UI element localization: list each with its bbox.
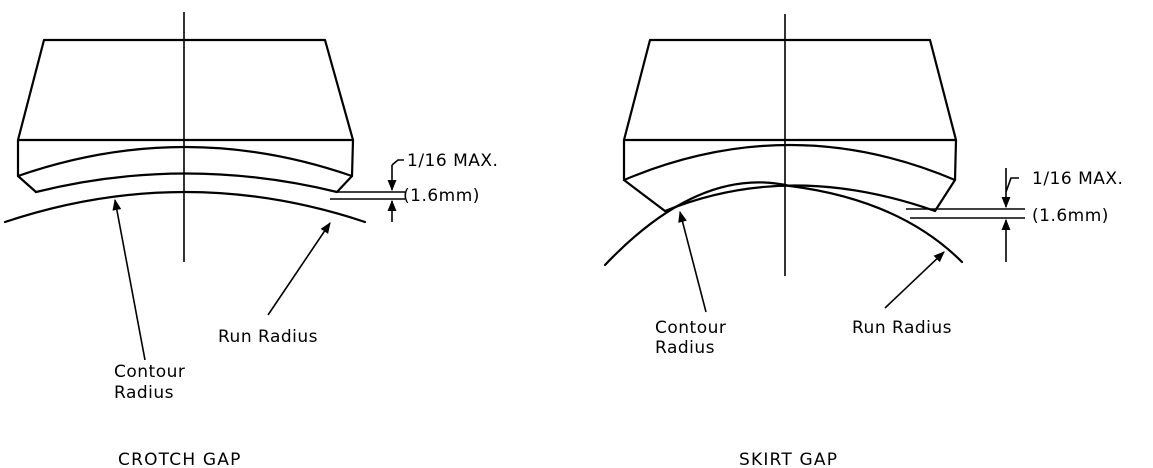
skirt-contour-label-line2: Radius xyxy=(655,338,715,358)
crotch-contour-leader xyxy=(112,198,146,361)
skirt-dimension-leader xyxy=(1005,177,1019,193)
skirt-inner-arc xyxy=(622,143,957,182)
skirt-dimension-value: 1/16 MAX. xyxy=(1032,169,1123,189)
crotch-inner-arc xyxy=(16,145,354,178)
skirt-run-label: Run Radius xyxy=(852,318,952,338)
skirt-run-leader xyxy=(884,251,945,309)
crotch-contour-label-line2: Radius xyxy=(114,383,174,403)
skirt-shoe-upper xyxy=(622,38,958,213)
skirt-contour-label-line1: Contour xyxy=(655,318,726,338)
crotch-run-radius-arc xyxy=(3,190,367,224)
skirt-dimension-metric: (1.6mm) xyxy=(1032,206,1109,226)
crotch-contour-arc xyxy=(34,172,339,194)
skirt-contour-arc xyxy=(663,184,937,213)
crotch-dimension-metric: (1.6mm) xyxy=(403,186,480,206)
crotch-caption: CROTCH GAP xyxy=(118,450,242,468)
skirt-contour-leader xyxy=(678,210,707,313)
crotch-contour-label-line1: Contour xyxy=(114,362,185,382)
crotch-dimension-leader xyxy=(391,159,404,166)
crotch-run-leader xyxy=(267,222,331,316)
crotch-shoe-upper xyxy=(16,38,355,194)
crotch-run-label: Run Radius xyxy=(218,327,318,347)
crotch-gap-figure: 1/16 MAX. (1.6mm) Contour Radius Run Rad… xyxy=(3,12,498,468)
skirt-run-radius-arc xyxy=(603,181,964,267)
skirt-gap-figure: 1/16 MAX. (1.6mm) Contour Radius Run Rad… xyxy=(603,14,1123,468)
crotch-dimension-value: 1/16 MAX. xyxy=(407,151,498,171)
skirt-caption: SKIRT GAP xyxy=(739,450,838,468)
